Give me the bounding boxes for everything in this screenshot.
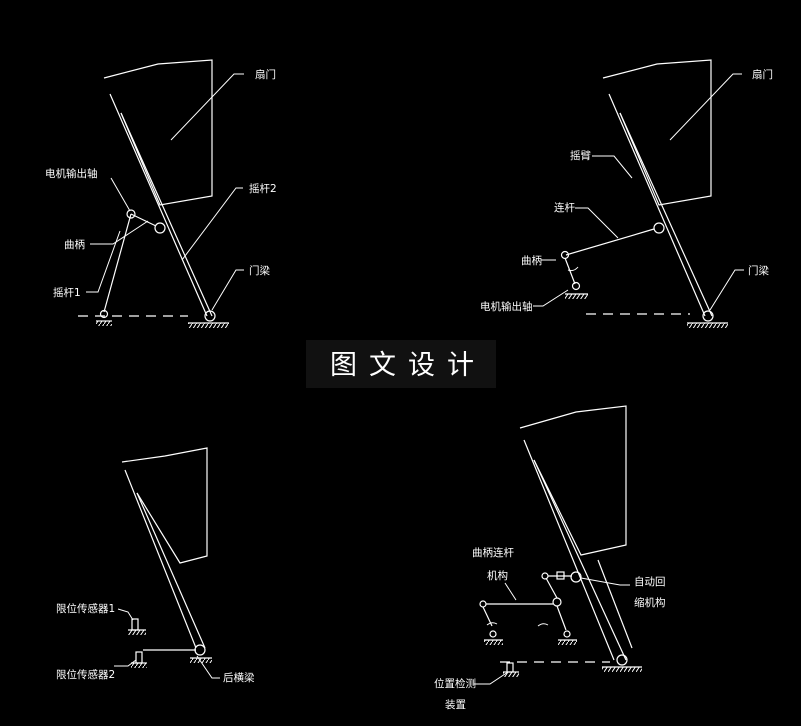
door-panel [103,59,213,206]
label-door-frame: 门梁 [249,264,270,277]
left-ground-pivot [489,630,497,638]
door-arm-edge [619,112,713,317]
ground-hatch [128,630,146,635]
leader-rocker-arm [592,155,633,179]
position-detector-body [506,662,514,673]
label-crank: 曲柄 [64,238,85,251]
label-limit-sensor1: 限位传感器1 [56,602,115,615]
door-arm-edge [120,112,213,317]
label-rocker-arm: 摇臂 [570,149,591,162]
arm-joint [653,222,665,234]
arm-pivot [194,644,206,656]
ground-hatch [687,323,728,328]
label-door: 扇门 [255,68,276,81]
label-crank-linkage-line1: 曲柄连杆 [472,546,514,559]
auto-return-joint [570,571,582,583]
leader-limit-sensor2 [114,659,137,667]
door-arm-edge [523,439,615,661]
ground-hatch [558,640,577,645]
rotation-arrow [486,622,498,626]
ground-hatch [190,658,212,663]
diagram-bottom-left: 限位传感器1 限位传感器2 后横梁 [56,447,255,684]
leader-rear-beam [196,655,220,679]
leader-limit-sensor1 [117,608,134,621]
crank-right-joint [552,597,562,607]
label-rocker2: 摇杆2 [249,182,277,195]
ground-hatch [602,667,642,672]
leader-connecting-rod [575,207,619,239]
connecting-rod [565,228,655,256]
right-ground-pivot [563,630,571,638]
diagram-bottom-right: 曲柄连杆 机构 自动回 缩机构 位置检测 装置 [434,405,666,711]
leader-crank-linkage [504,582,517,601]
crank-link [556,605,567,631]
label-position-detect-line2: 装置 [445,698,466,711]
slider-block [556,571,565,580]
rotation-arrow [567,266,579,272]
label-auto-return-line1: 自动回 [634,575,666,588]
leader-door [170,73,244,141]
door-frame-pivot [702,310,714,322]
leader-auto-return [580,577,630,586]
label-motor-shaft: 电机输出轴 [45,167,98,180]
door-panel [602,59,712,206]
leader-door-frame [709,269,744,311]
rotation-arrow [537,623,549,627]
door-arm-edge [136,492,206,649]
door-arm-edge [124,469,197,649]
diagram-top-right: 扇门 摇臂 连杆 曲柄 电机输出轴 门梁 [480,59,773,328]
ground-hatch [484,640,503,645]
leader-door-frame [211,269,244,311]
leader-rocker2 [181,187,243,261]
limit-sensor1-body [131,618,139,631]
crank-link [130,213,157,227]
label-limit-sensor2: 限位传感器2 [56,668,115,681]
upper-joint [541,572,549,580]
label-crank: 曲柄 [521,254,542,267]
ground-hatch [96,321,112,326]
auto-return-guide [597,559,633,649]
leader-rocker1 [86,230,121,293]
door-frame-pivot [204,310,216,322]
left-ground-pivot [99,309,109,319]
crank-link [564,257,576,285]
label-auto-return-line2: 缩机构 [634,596,666,609]
leader-crank [90,220,149,245]
diagram-top-left: 扇门 电机输出轴 曲柄 摇杆1 摇杆2 门梁 [45,59,277,328]
label-motor-shaft: 电机输出轴 [480,300,533,313]
rocker1-link [103,213,132,313]
ground-hatch [565,294,588,299]
limit-sensor2-body [135,651,143,664]
ground-hatch [131,663,147,668]
leader-position-detect [474,671,509,685]
label-position-detect-line1: 位置检测 [434,677,476,690]
leader-motor-shaft [533,289,569,307]
watermark-backdrop [306,340,496,388]
door-arm-edge [608,93,706,317]
motor-shaft-pivot [571,281,581,291]
door-panel [121,447,208,564]
ground-hatch [188,323,229,328]
door-frame-pivot [616,654,628,666]
ground-hatch [503,672,519,677]
door-panel [519,405,627,556]
label-crank-linkage-line2: 机构 [487,569,508,582]
arm-joint [154,222,166,234]
label-rocker1: 摇杆1 [53,286,81,299]
leader-motor-shaft [110,177,131,212]
linkage-rod [545,577,558,599]
motor-shaft-joint [126,209,136,219]
door-arm-edge [533,459,627,661]
leader-door [669,73,742,141]
label-rear-beam: 后横梁 [223,671,255,684]
label-connecting-rod: 连杆 [554,201,575,214]
label-door: 扇门 [752,68,773,81]
door-arm-edge [109,93,208,317]
crank-left-joint [479,600,487,608]
watermark-text: 图文设计 [330,350,486,381]
label-door-frame: 门梁 [748,264,769,277]
